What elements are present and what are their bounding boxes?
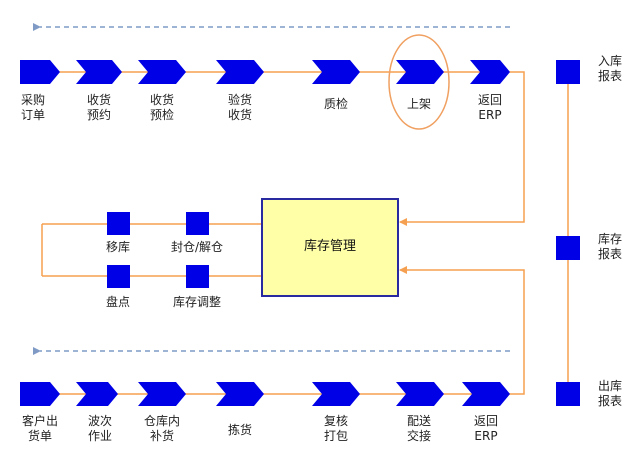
bottom-step: 拣货	[216, 382, 264, 437]
report-label-line2: 报表	[598, 68, 622, 83]
chevron-shape	[312, 60, 360, 84]
report-square	[556, 60, 580, 84]
top-step: 质检	[312, 60, 360, 111]
chevron-shape	[312, 382, 360, 406]
middle-item-label: 库存调整	[173, 294, 221, 309]
report-square	[556, 236, 580, 260]
bottom-step: 复核 打包	[312, 382, 360, 443]
middle-item-label: 移库	[106, 239, 130, 254]
chevron-shape	[138, 60, 186, 84]
middle-item: 封仓/解仓	[171, 212, 223, 254]
chevron-shape	[396, 382, 444, 406]
top-step: 收货 预约	[76, 60, 122, 122]
square-marker	[186, 265, 209, 288]
bottom-to-center-connector	[399, 266, 525, 395]
bottom-row: 客户出 货单 波次 作业 仓库内 补货 拣货 复核 打包 配送 交接	[20, 382, 510, 443]
middle-item-label: 盘点	[106, 294, 130, 309]
step-label-line1: 验货	[228, 92, 252, 107]
chevron-shape	[76, 382, 118, 406]
bottom-step: 客户出 货单	[20, 382, 60, 443]
chevron-shape	[20, 382, 60, 406]
middle-squares: 移库 封仓/解仓 盘点 库存调整	[106, 212, 223, 309]
chevron-shape	[216, 382, 264, 406]
step-label-line2: 预约	[87, 107, 111, 122]
top-step: 采购 订单	[20, 60, 60, 122]
chevron-shape	[20, 60, 60, 84]
middle-item: 库存调整	[173, 265, 221, 309]
bottom-step: 配送 交接	[396, 382, 444, 443]
chevron-shape	[396, 60, 444, 84]
report-label-line2: 报表	[598, 246, 622, 261]
step-label-line1: 返回	[474, 414, 498, 428]
inventory-management-box: 库存管理	[261, 198, 399, 297]
step-label-line2: 补货	[150, 428, 174, 443]
step-label-line1: 仓库内	[144, 413, 180, 428]
step-label-line1: 拣货	[228, 422, 252, 437]
top-step: 上架	[396, 60, 444, 111]
chevron-shape	[216, 60, 264, 84]
middle-item-label: 封仓/解仓	[171, 240, 223, 254]
top-step: 收货 预检	[138, 60, 186, 122]
report-label-line1: 库存	[598, 231, 622, 246]
square-marker	[107, 212, 130, 235]
middle-item: 盘点	[106, 265, 130, 309]
chevron-shape	[76, 60, 122, 84]
chevron-shape	[470, 60, 510, 84]
step-label-line1: 波次	[88, 414, 112, 428]
step-label-line2: 订单	[21, 108, 45, 122]
report-item: 库存 报表	[556, 231, 622, 261]
step-label-line1: 收货	[87, 92, 111, 107]
square-marker	[186, 212, 209, 235]
report-square	[556, 382, 580, 406]
step-label-line1: 质检	[324, 96, 348, 111]
bottom-step: 返回 ERP	[462, 382, 510, 443]
bottom-step: 仓库内 补货	[138, 382, 186, 443]
step-label-line1: 上架	[407, 97, 431, 111]
top-step: 返回 ERP	[470, 60, 510, 122]
report-label-line1: 入库	[598, 53, 622, 68]
top-to-center-connector	[399, 71, 525, 226]
report-label-line2: 报表	[598, 393, 622, 408]
center-box-shape	[261, 198, 399, 297]
top-step: 验货 收货	[216, 60, 264, 122]
step-label-line2: 打包	[324, 429, 348, 443]
report-label-line1: 出库	[598, 378, 622, 393]
step-label-line2: ERP	[478, 108, 501, 122]
step-label-line2: 货单	[28, 428, 52, 443]
step-label-line2: 收货	[228, 107, 252, 122]
report-item: 出库 报表	[556, 378, 622, 408]
square-marker	[107, 265, 130, 288]
step-label-line2: 交接	[407, 428, 431, 443]
step-label-line1: 复核	[324, 414, 348, 428]
reports-column: 入库 报表 库存 报表 出库 报表	[556, 53, 622, 408]
top-row: 采购 订单 收货 预约 收货 预检 验货 收货 质检 上架 返回	[20, 60, 510, 122]
step-label-line2: 预检	[150, 107, 174, 122]
step-label-line1: 收货	[150, 92, 174, 107]
middle-item: 移库	[106, 212, 130, 254]
bottom-step: 波次 作业	[76, 382, 118, 443]
chevron-shape	[462, 382, 510, 406]
step-label-line2: ERP	[474, 429, 497, 443]
highlight-ellipse	[388, 34, 450, 130]
chevron-shape	[138, 382, 186, 406]
center-box-label: 库存管理	[304, 238, 356, 254]
step-label-line1: 返回	[478, 93, 502, 107]
step-label-line1: 配送	[407, 413, 431, 428]
step-label-line1: 客户出	[22, 413, 58, 428]
step-label-line1: 采购	[21, 92, 45, 107]
step-label-line2: 作业	[88, 429, 112, 443]
report-item: 入库 报表	[556, 53, 622, 84]
